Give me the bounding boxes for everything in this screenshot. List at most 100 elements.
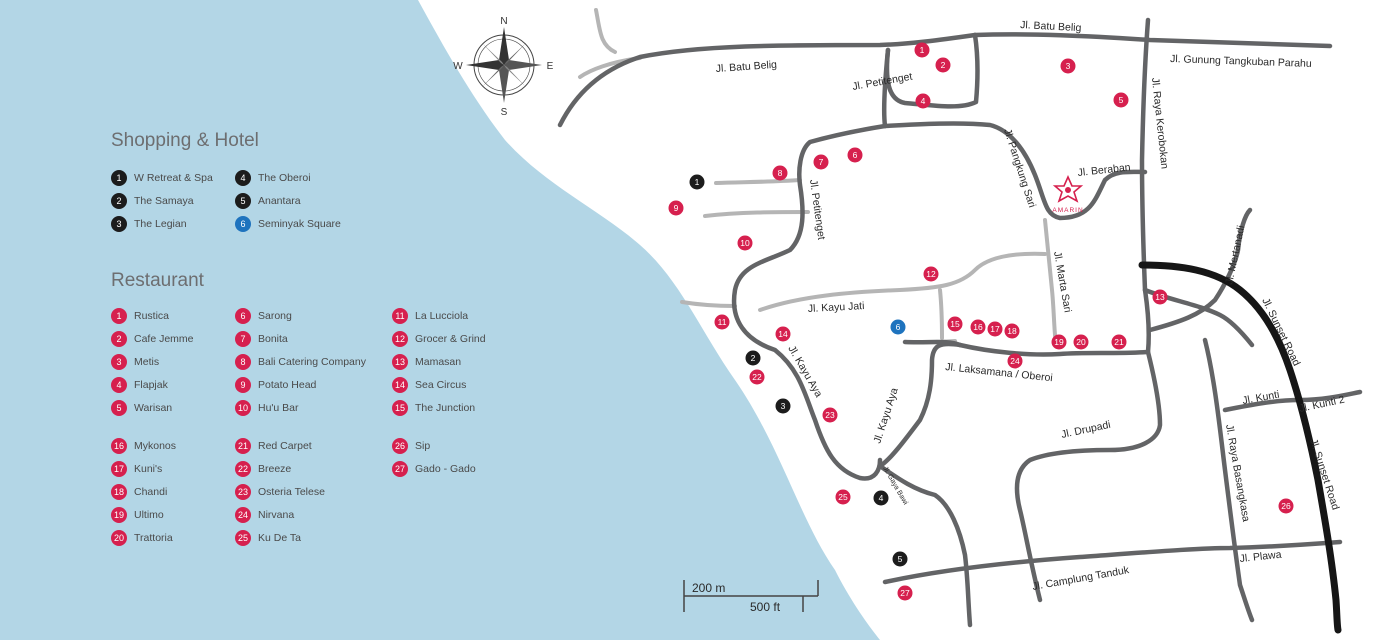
legend-badge: 24 (235, 507, 251, 523)
legend-label: Warisan (134, 402, 173, 414)
legend-label: Anantara (258, 195, 301, 207)
marker-number: 22 (752, 372, 762, 382)
legend-badge: 22 (235, 461, 251, 477)
restaurant-marker[interactable]: 4 (915, 93, 931, 109)
street-label: Jl. Beraban (1077, 161, 1131, 179)
marker-number: 5 (1119, 95, 1124, 105)
marker-number: 2 (751, 353, 756, 363)
legend-badge: 19 (111, 507, 127, 523)
restaurant-marker[interactable]: 21 (1111, 334, 1127, 350)
legend-badge: 2 (111, 331, 127, 347)
legend-label: Metis (134, 356, 160, 368)
marker-number: 4 (879, 493, 884, 503)
restaurant-marker[interactable]: 17 (987, 321, 1003, 337)
restaurant-marker[interactable]: 20 (1073, 334, 1089, 350)
marker-number: 21 (1114, 337, 1124, 347)
compass-rose: N S E W (453, 16, 553, 118)
restaurant-marker[interactable]: 8 (772, 165, 788, 181)
marker-number: 6 (896, 322, 901, 332)
restaurant-marker[interactable]: 18 (1004, 323, 1020, 339)
seminyak-square-marker[interactable]: 6 (890, 319, 906, 335)
legend-badge: 3 (111, 216, 127, 232)
legend-label: La Lucciola (415, 310, 469, 322)
marker-number: 3 (1066, 61, 1071, 71)
legend-label: Seminyak Square (258, 218, 341, 230)
restaurant-marker[interactable]: 19 (1051, 334, 1067, 350)
legend-label: Bonita (258, 333, 288, 345)
restaurant-marker[interactable]: 24 (1007, 353, 1023, 369)
legend-label: Sip (415, 440, 431, 452)
marker-number: 14 (778, 329, 788, 339)
hotel-marker[interactable]: 1 (689, 174, 705, 190)
legend-badge: 3 (111, 354, 127, 370)
restaurant-marker[interactable]: 16 (970, 319, 986, 335)
hotel-marker[interactable]: 3 (775, 398, 791, 414)
legend-label: Rustica (134, 310, 170, 322)
restaurant-marker[interactable]: 7 (813, 154, 829, 170)
legend-badge: 4 (235, 170, 251, 186)
restaurant-marker[interactable]: 26 (1278, 498, 1294, 514)
restaurant-marker[interactable]: 1 (914, 42, 930, 58)
restaurant-marker[interactable]: 13 (1152, 289, 1168, 305)
street-label: Jl. Drupadi (1060, 419, 1112, 441)
legend-label: The Junction (415, 402, 476, 414)
restaurant-marker[interactable]: 14 (775, 326, 791, 342)
legend-label: Gado - Gado (415, 463, 476, 475)
restaurant-marker[interactable]: 10 (737, 235, 753, 251)
legend-badge: 5 (111, 400, 127, 416)
restaurant-marker[interactable]: 9 (668, 200, 684, 216)
street-label: Jl. Mertanadi (1223, 224, 1247, 285)
legend-badge: 7 (235, 331, 251, 347)
legend-badge: 15 (392, 400, 408, 416)
legend-badge: 10 (235, 400, 251, 416)
restaurant-marker[interactable]: 23 (822, 407, 838, 423)
restaurant-marker[interactable]: 22 (749, 369, 765, 385)
marker-number: 11 (718, 317, 727, 327)
marker-number: 24 (1010, 356, 1020, 366)
hotel-marker[interactable]: 2 (745, 350, 761, 366)
restaurant-marker[interactable]: 25 (835, 489, 851, 505)
marker-number: 4 (921, 96, 926, 106)
hotel-marker[interactable]: 5 (892, 551, 908, 567)
restaurant-marker[interactable]: 2 (935, 57, 951, 73)
legend-label: Potato Head (258, 379, 317, 391)
legend-badge: 20 (111, 530, 127, 546)
marker-number: 12 (926, 269, 936, 279)
legend-item: 7 Bonita (235, 331, 288, 347)
restaurant-marker[interactable]: 12 (923, 266, 939, 282)
restaurant-marker[interactable]: 3 (1060, 58, 1076, 74)
legend-label: The Legian (134, 218, 187, 230)
hotel-marker[interactable]: 4 (873, 490, 889, 506)
restaurant-marker[interactable]: 11 (714, 314, 730, 330)
restaurant-marker[interactable]: 27 (897, 585, 913, 601)
marker-number: 9 (674, 203, 679, 213)
restaurant-marker[interactable]: 15 (947, 316, 963, 332)
restaurant-marker[interactable]: 6 (847, 147, 863, 163)
legend-badge: 18 (111, 484, 127, 500)
legend-label: Red Carpet (258, 440, 312, 452)
legend-badge: 23 (235, 484, 251, 500)
street-label: Jl. Camplung Tanduk (1031, 564, 1130, 593)
scale-bar: 200 m 500 ft (683, 580, 819, 614)
restaurant-marker[interactable]: 5 (1113, 92, 1129, 108)
scale-imperial: 500 ft (750, 600, 781, 614)
street-label: Jl. Petitenget (807, 179, 827, 241)
marker-number: 23 (825, 410, 835, 420)
street-label: Jl. Raya Kerobokan (1149, 77, 1171, 170)
legend-badge: 14 (392, 377, 408, 393)
marker-number: 8 (778, 168, 783, 178)
